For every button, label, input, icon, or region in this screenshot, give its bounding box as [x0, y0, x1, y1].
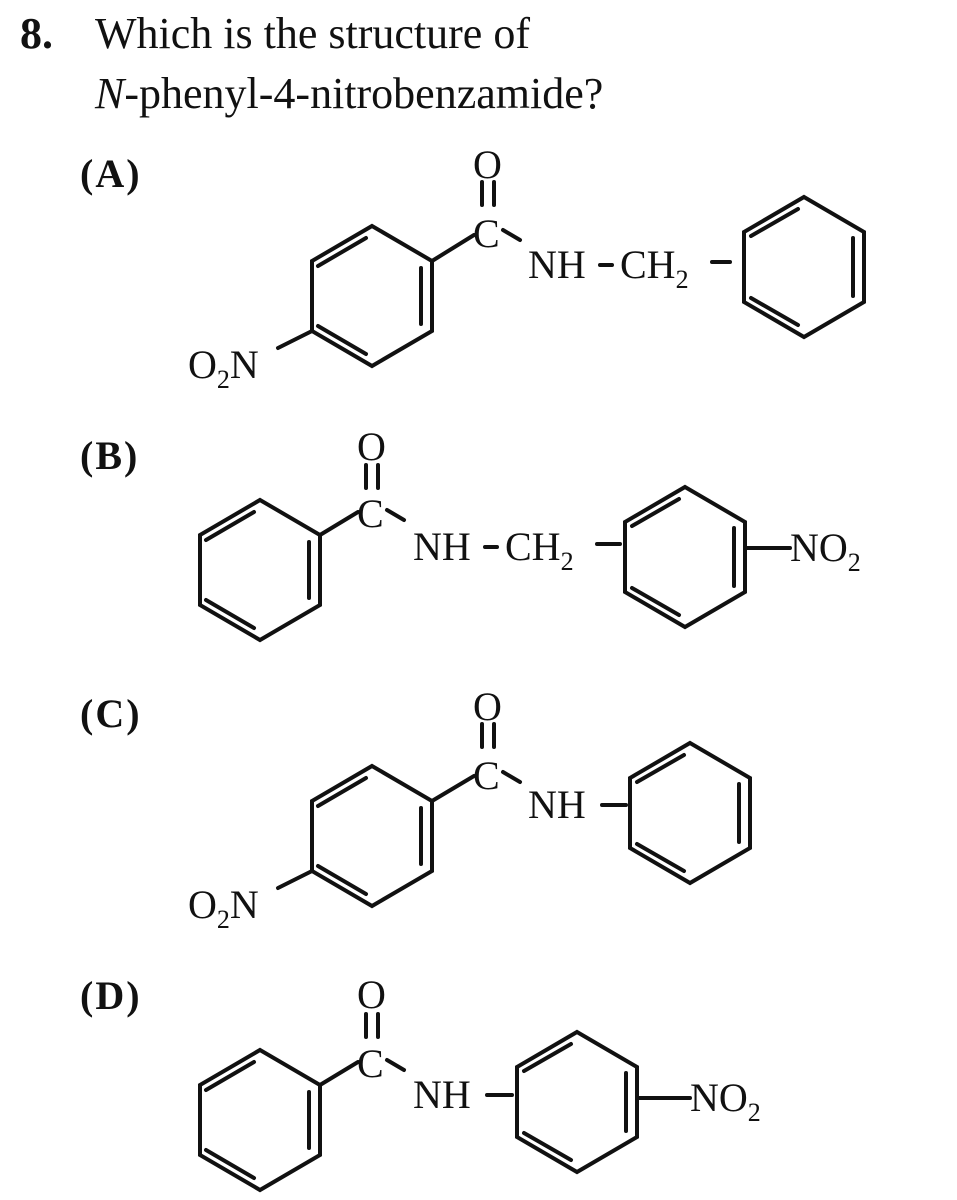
carbonyl-carbon-d: C [357, 1041, 384, 1086]
structure-a[interactable]: C O NH CH2 O2N [188, 142, 866, 394]
carbonyl-carbon-b: C [357, 491, 384, 536]
amide-nh-b: NH [413, 524, 471, 569]
ring-d-right [515, 1029, 639, 1175]
carbonyl-carbon-a: C [473, 211, 500, 256]
structure-c[interactable]: C O NH O2N [188, 684, 752, 934]
amide-nh-d: NH [413, 1072, 471, 1117]
question-text-line2: N-phenyl-4-nitrobenzamide? [95, 69, 604, 118]
option-a-label[interactable]: (A) [80, 151, 142, 196]
carbonyl-oxygen-a: O [473, 142, 502, 187]
nitro-c: O2N [188, 882, 259, 934]
amide-nh-a: NH [528, 242, 586, 287]
ring-c-right [628, 740, 752, 886]
carbonyl-oxygen-b: O [357, 424, 386, 469]
carbonyl-oxygen-d: O [357, 972, 386, 1017]
ring-d-left [198, 1047, 322, 1193]
nitro-b: NO2 [790, 525, 861, 577]
option-c-label[interactable]: (C) [80, 691, 142, 736]
amide-nh-c: NH [528, 782, 586, 827]
option-d-label[interactable]: (D) [80, 973, 142, 1018]
nitro-d: NO2 [690, 1075, 761, 1127]
structure-b[interactable]: C O NH CH2 NO2 [198, 424, 861, 643]
carbonyl-carbon-c: C [473, 753, 500, 798]
ring-b-left [198, 497, 322, 643]
ring-c-left [310, 763, 434, 909]
ring-a-left [310, 223, 434, 369]
question-text-line1: Which is the structure of [95, 9, 530, 58]
italic-n: N [95, 69, 125, 118]
ring-a-right [742, 194, 866, 340]
ch2-b: CH2 [505, 524, 574, 576]
carbonyl-oxygen-c: O [473, 684, 502, 729]
question-number: 8. [20, 9, 53, 58]
structure-d[interactable]: C O NH NO2 [198, 972, 761, 1193]
ring-b-right [623, 484, 747, 630]
nitro-a: O2N [188, 342, 259, 394]
option-b-label[interactable]: (B) [80, 433, 140, 478]
ch2-a: CH2 [620, 242, 689, 294]
